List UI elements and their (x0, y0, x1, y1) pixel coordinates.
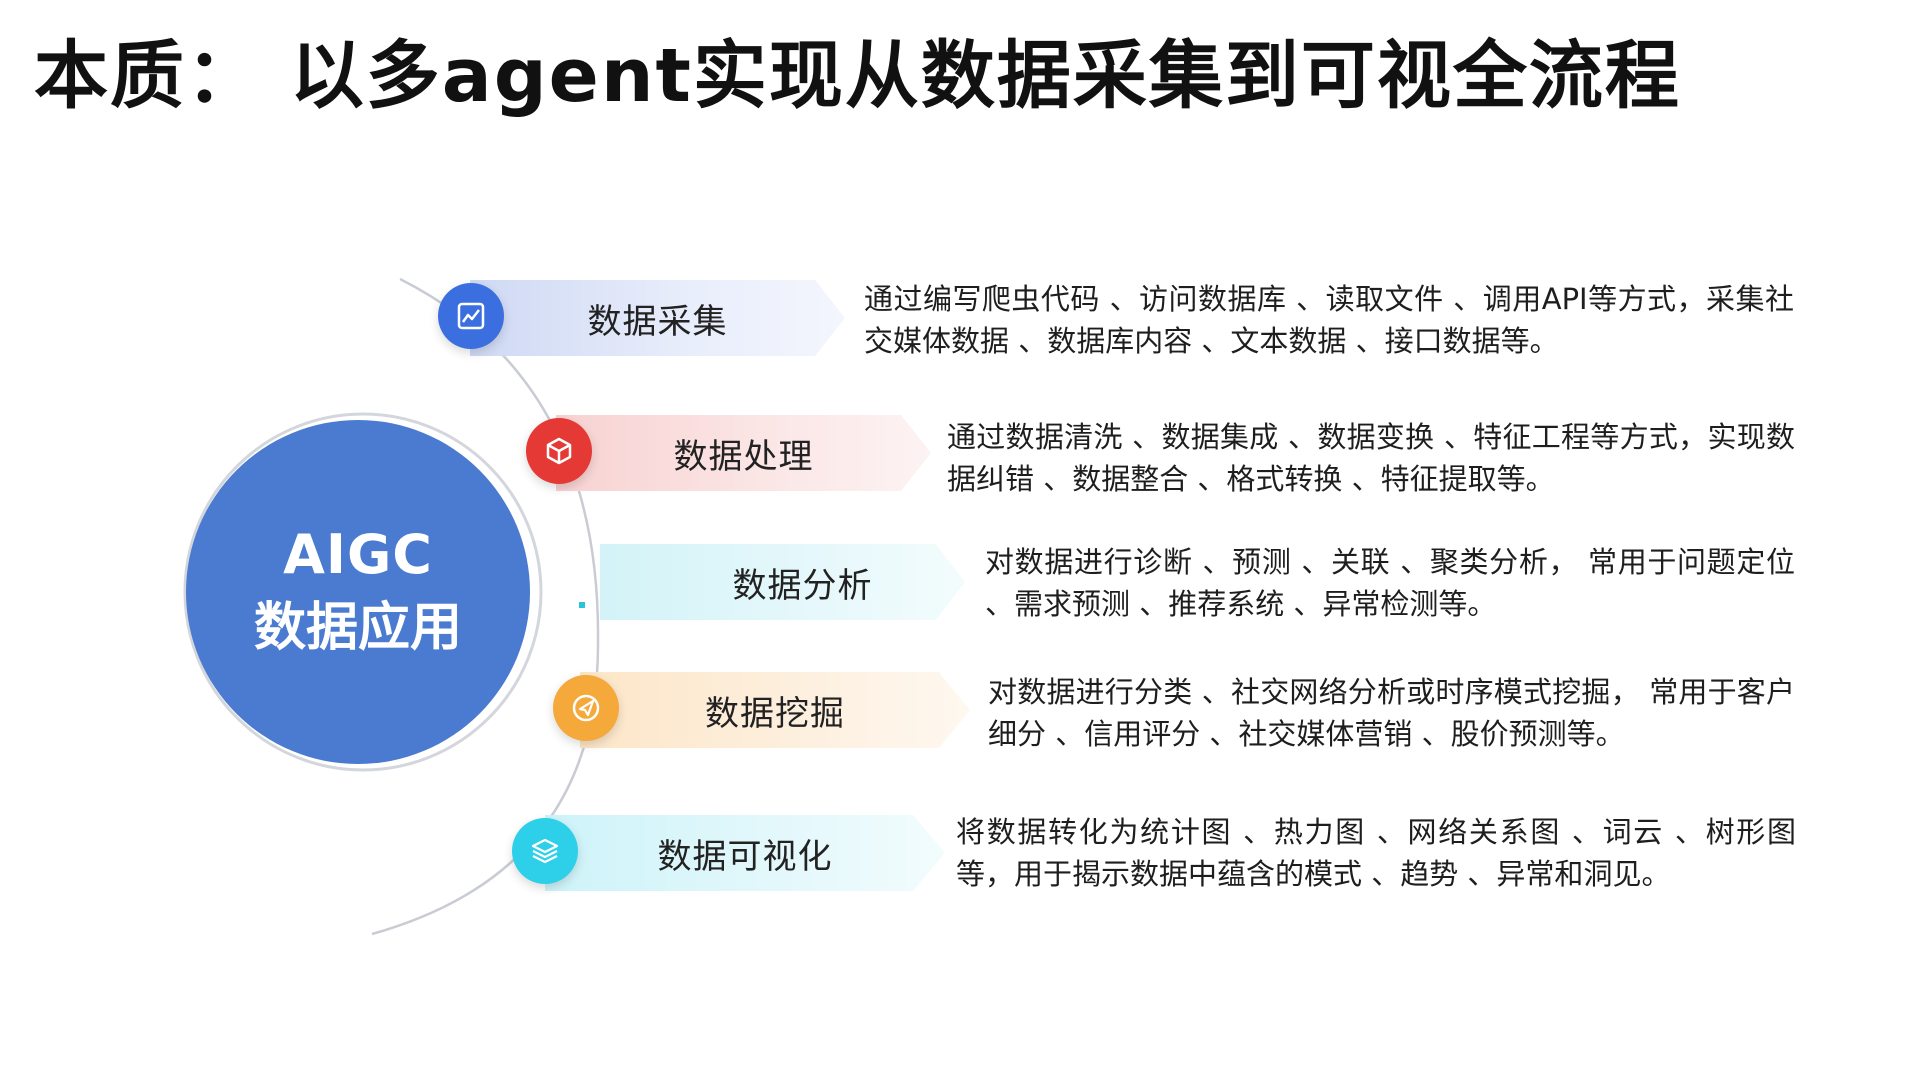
stage-band-visualization: 数据可视化 (545, 815, 945, 891)
center-label: AIGC 数据应用 (186, 420, 530, 764)
stage-label: 数据分析 (732, 565, 873, 606)
stage-description: 对数据进行诊断 、预测 、关联 、聚类分析， 常用于问题定位 、需求预测 、推荐… (985, 545, 1795, 621)
stage-band-mining: 数据挖掘 (580, 672, 970, 748)
center-label-line1: AIGC (283, 523, 433, 586)
stage-label: 数据可视化 (657, 836, 833, 877)
stage-band-collection: 数据采集 (470, 280, 845, 356)
stage-description: 对数据进行分类 、社交网络分析或时序模式挖掘， 常用于客户细分 、信用评分 、社… (988, 675, 1795, 751)
stage-band-analysis: 数据分析 (600, 544, 965, 620)
stage-label: 数据挖掘 (705, 693, 845, 734)
stage-description: 通过数据清洗 、数据集成 、数据变换 、特征工程等方式，实现数据纠错 、数据整合… (947, 420, 1795, 496)
center-circle (186, 420, 530, 764)
paper-plane-icon (553, 675, 619, 741)
stage-label: 数据采集 (587, 301, 728, 342)
stage-description: 通过编写爬虫代码 、访问数据库 、读取文件 、调用API等方式，采集社交媒体数据… (864, 282, 1794, 358)
cube-icon (526, 418, 592, 484)
center-ring (183, 412, 543, 772)
center-label-line2: 数据应用 (253, 598, 462, 658)
stage-description: 将数据转化为统计图 、热力图 、网络关系图 、词云 、树形图等，用于揭示数据中蕴… (956, 815, 1796, 891)
connector-arc (371, 277, 600, 936)
layers-icon (512, 818, 578, 884)
stage-band-processing: 数据处理 (556, 415, 931, 491)
slide-title: 本质： 以多agent实现从数据采集到可视全流程 (34, 33, 1681, 119)
chart-board-icon (438, 283, 504, 349)
accent-dot (579, 602, 585, 608)
stage-label: 数据处理 (673, 436, 814, 477)
